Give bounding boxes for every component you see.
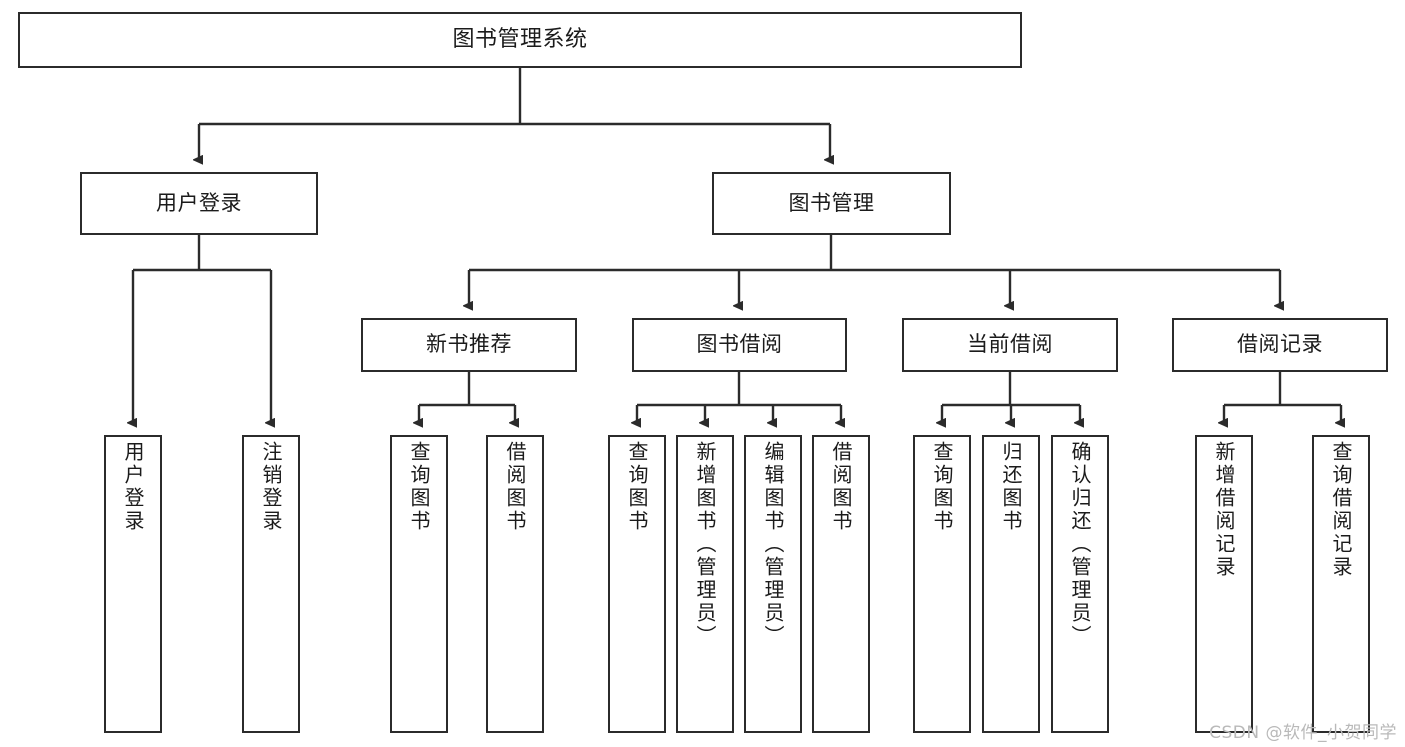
node-root[interactable]: 图书管理系统: [18, 12, 1022, 68]
node-leaf-add-book-label: 新增图书（管理员）: [693, 441, 717, 648]
node-leaf-query-book-3-label: 查询图书: [930, 441, 954, 533]
node-book-borrow[interactable]: 图书借阅: [632, 318, 847, 372]
node-user-login[interactable]: 用户登录: [80, 172, 318, 235]
node-leaf-edit-book-label: 编辑图书（管理员）: [761, 441, 785, 648]
node-borrow-record-label: 借阅记录: [1237, 332, 1323, 357]
node-new-book-recommend-label: 新书推荐: [426, 332, 512, 357]
node-leaf-query-book-3[interactable]: 查询图书: [913, 435, 971, 733]
node-leaf-add-record[interactable]: 新增借阅记录: [1195, 435, 1253, 733]
node-current-borrow-label: 当前借阅: [967, 332, 1053, 357]
node-book-borrow-label: 图书借阅: [696, 332, 783, 357]
node-leaf-query-book-1[interactable]: 查询图书: [390, 435, 448, 733]
watermark: CSDN @软件_小贺同学: [1209, 723, 1397, 743]
node-leaf-logout-login[interactable]: 注销登录: [242, 435, 300, 733]
node-book-manage[interactable]: 图书管理: [712, 172, 951, 235]
node-leaf-add-book[interactable]: 新增图书（管理员）: [676, 435, 734, 733]
node-new-book-recommend[interactable]: 新书推荐: [361, 318, 577, 372]
node-leaf-query-record[interactable]: 查询借阅记录: [1312, 435, 1370, 733]
node-leaf-return-book-label: 归还图书: [999, 441, 1023, 533]
node-leaf-user-login[interactable]: 用户登录: [104, 435, 162, 733]
node-leaf-borrow-book-2-label: 借阅图书: [829, 441, 853, 533]
node-leaf-borrow-book-1[interactable]: 借阅图书: [486, 435, 544, 733]
node-leaf-return-book[interactable]: 归还图书: [982, 435, 1040, 733]
node-leaf-borrow-book-2[interactable]: 借阅图书: [812, 435, 870, 733]
node-leaf-query-book-2-label: 查询图书: [625, 441, 649, 533]
node-leaf-logout-login-label: 注销登录: [259, 441, 283, 533]
node-current-borrow[interactable]: 当前借阅: [902, 318, 1118, 372]
node-leaf-user-login-label: 用户登录: [121, 441, 145, 533]
node-leaf-confirm-return[interactable]: 确认归还（管理员）: [1051, 435, 1109, 733]
node-user-login-label: 用户登录: [156, 190, 242, 215]
node-leaf-confirm-return-label: 确认归还（管理员）: [1068, 441, 1092, 648]
node-leaf-query-book-1-label: 查询图书: [407, 441, 431, 533]
node-root-label: 图书管理系统: [452, 26, 588, 52]
node-book-manage-label: 图书管理: [788, 190, 875, 215]
node-leaf-add-record-label: 新增借阅记录: [1212, 441, 1236, 579]
node-leaf-borrow-book-1-label: 借阅图书: [503, 441, 527, 533]
node-borrow-record[interactable]: 借阅记录: [1172, 318, 1388, 372]
node-leaf-query-book-2[interactable]: 查询图书: [608, 435, 666, 733]
node-leaf-edit-book[interactable]: 编辑图书（管理员）: [744, 435, 802, 733]
node-leaf-query-record-label: 查询借阅记录: [1329, 441, 1353, 579]
